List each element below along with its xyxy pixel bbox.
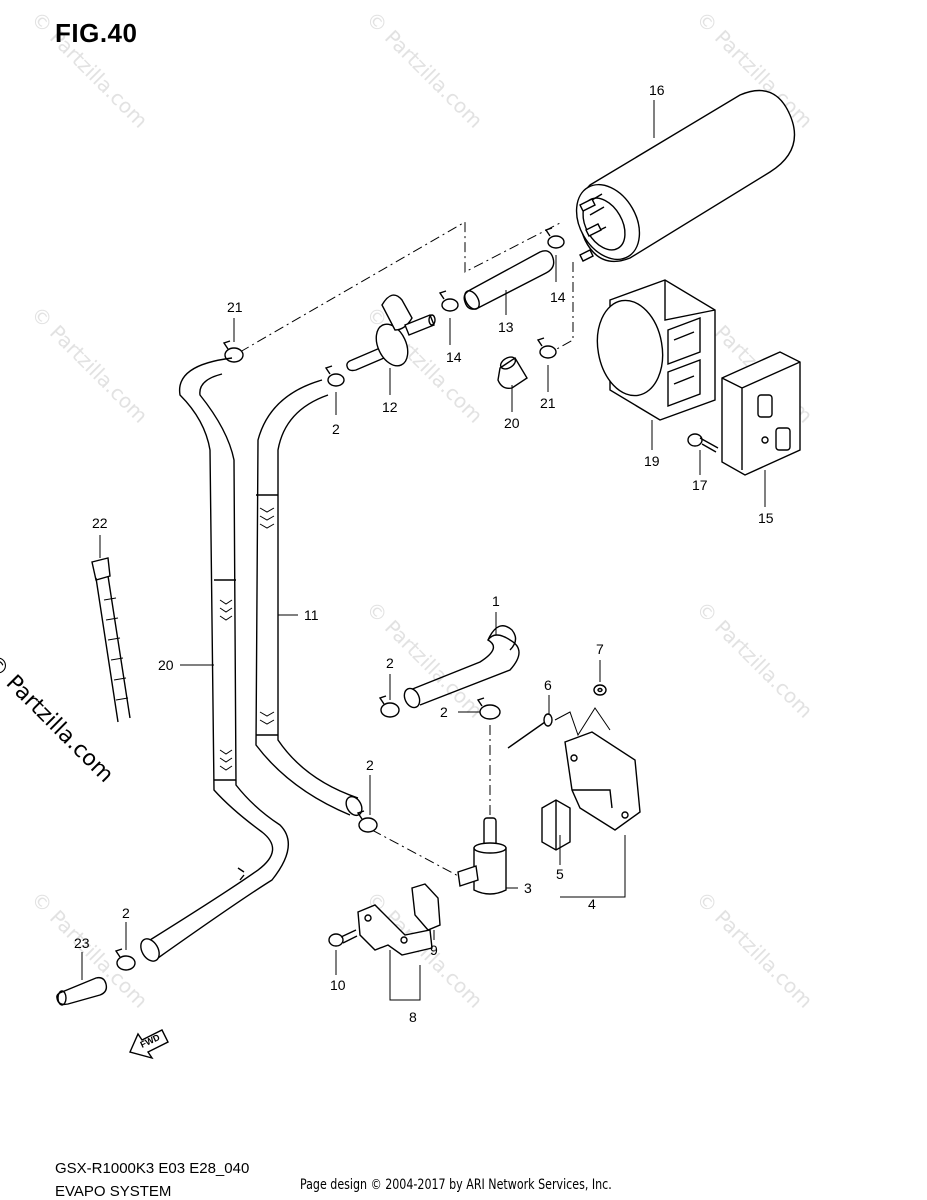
clamp-icon [356, 810, 378, 833]
clamp-icon [378, 695, 400, 718]
hose-part-11 [255, 379, 363, 817]
screw-part-16 [687, 433, 719, 453]
callout-labels: 16 21 2 12 14 13 14 21 20 19 17 15 22 20… [74, 82, 774, 1025]
watermark-text: © Partzilla.com [26, 302, 152, 428]
callout-16: 17 [692, 477, 708, 493]
watermark-text: © Partzilla.com [691, 887, 817, 1013]
clip-part-9 [411, 883, 441, 931]
cap-part-19 [497, 356, 528, 390]
callout-8: 8 [409, 1009, 417, 1025]
callout-11: 11 [304, 607, 319, 623]
canister-part [575, 89, 796, 263]
page-credit: Page design © 2004-2017 by ARI Network S… [300, 1177, 612, 1193]
clamp-icon [324, 365, 345, 387]
callout-23: 23 [74, 935, 90, 951]
callout-6: 6 [544, 677, 552, 693]
callout-18: 19 [644, 453, 660, 469]
clip-part-5 [541, 799, 571, 851]
callout-2: 2 [366, 757, 374, 773]
callout-2: 2 [386, 655, 394, 671]
callout-19: 20 [504, 415, 520, 431]
callout-21: 21 [227, 299, 243, 315]
figure-title: FIG.40 [55, 18, 138, 48]
callout-2: 2 [332, 421, 340, 437]
callout-21: 21 [540, 395, 556, 411]
joint-part-23 [56, 976, 108, 1006]
callout-3: 3 [524, 880, 532, 896]
system-name: EVAPO SYSTEM [55, 1183, 172, 1200]
clamp-parts-middle [114, 695, 501, 971]
holder-part-18 [596, 279, 716, 421]
screw-part-10 [328, 929, 358, 947]
valve-part-12 [346, 294, 436, 372]
hose-part-20 [140, 357, 289, 962]
washer-part-7 [593, 684, 607, 696]
callout-4: 4 [588, 896, 596, 912]
hose-part-1 [403, 625, 520, 709]
callout-17: 16 [649, 82, 665, 98]
hose-part-13 [463, 250, 555, 310]
leader-lines [81, 100, 766, 1001]
bracket-part-4 [564, 731, 641, 831]
fwd-arrow-icon: FWD [129, 1029, 169, 1060]
callout-5: 5 [556, 866, 564, 882]
callout-13: 13 [498, 319, 514, 335]
bracket-part-15 [721, 351, 801, 476]
clamp-icon [438, 290, 459, 312]
callout-2: 2 [440, 704, 448, 720]
bracket-part-8 [357, 904, 433, 956]
callout-10: 10 [330, 977, 346, 993]
connection-lines [239, 221, 574, 879]
callout-22: 22 [92, 515, 108, 531]
rivet-part-6 [507, 713, 553, 749]
valve-part-3 [457, 817, 507, 895]
callout-14: 14 [550, 289, 566, 305]
clamp-icon [544, 227, 565, 249]
callout-12: 12 [382, 399, 398, 415]
callout-7: 7 [596, 641, 604, 657]
watermark-text: © Partzilla.com [361, 7, 487, 133]
callout-14: 14 [446, 349, 462, 365]
callout-2: 2 [122, 905, 130, 921]
callout-15: 15 [758, 510, 774, 526]
tie-part-22 [91, 557, 131, 723]
callout-9: 9 [430, 942, 438, 958]
watermark-text: © Partzilla.com [691, 597, 817, 723]
callout-1: 1 [492, 593, 500, 609]
leader-line [554, 707, 611, 737]
model-code: GSX-R1000K3 E03 E28_040 [55, 1160, 250, 1177]
clamp-icon [536, 337, 557, 359]
callout-20: 20 [158, 657, 174, 673]
clamp-icon [114, 948, 136, 971]
